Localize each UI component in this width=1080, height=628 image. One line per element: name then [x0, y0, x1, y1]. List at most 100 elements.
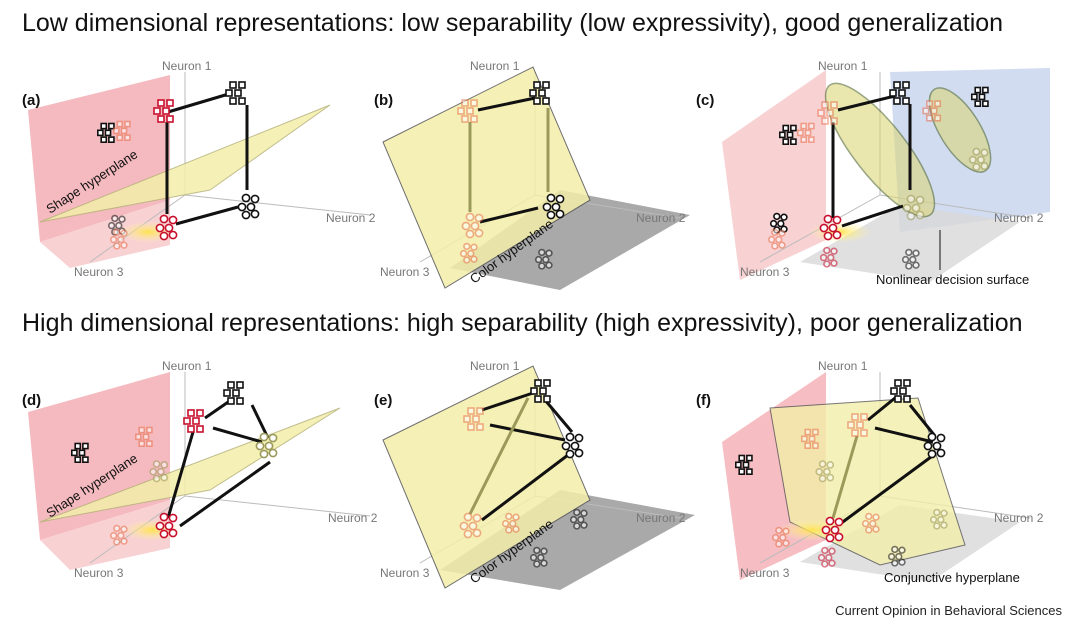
circle-marker — [815, 467, 824, 476]
circle-marker — [463, 529, 473, 539]
square-marker — [229, 81, 237, 89]
square-marker — [196, 425, 204, 433]
circle-marker — [821, 525, 831, 535]
top-title: Low dimensional representations: low sep… — [22, 9, 1004, 37]
square-marker — [922, 107, 930, 115]
square-marker — [157, 99, 165, 107]
circle-cluster — [901, 248, 920, 270]
edge — [841, 204, 904, 228]
circle-marker — [909, 255, 917, 264]
circle-marker — [570, 441, 580, 451]
circle-marker — [775, 235, 783, 244]
gray-floor — [800, 205, 1020, 282]
square-cluster — [529, 81, 550, 105]
square-marker — [903, 379, 911, 387]
square-marker — [116, 120, 124, 128]
square-marker — [223, 389, 231, 397]
axis-label: Neuron 3 — [380, 566, 430, 580]
circle-marker — [538, 248, 546, 257]
circle-marker — [778, 229, 786, 237]
square-marker — [782, 138, 790, 146]
square-marker — [229, 97, 237, 105]
edge — [166, 431, 195, 519]
square-cluster — [225, 81, 246, 105]
square-marker — [830, 117, 838, 125]
journal-credit: Current Opinion in Behavioral Sciences — [835, 603, 1062, 618]
square-marker — [225, 89, 233, 97]
square-marker — [472, 415, 480, 423]
circle-marker — [534, 255, 543, 264]
edge — [874, 426, 934, 444]
circle-marker — [472, 528, 482, 538]
caption: Conjunctive hyperplane — [884, 570, 1020, 585]
panel-f: (f) Neuron 1 Neuron 2 Neuron 3 Conjuncti… — [696, 359, 1044, 585]
square-marker — [108, 136, 115, 144]
square-cluster — [817, 101, 838, 125]
bottom-title: High dimensional representations: high s… — [22, 309, 1023, 337]
circle-marker — [573, 508, 581, 517]
circle-marker — [470, 221, 480, 231]
square-marker — [826, 109, 834, 117]
color-hyperplane — [382, 365, 591, 589]
circle-marker — [828, 559, 836, 567]
circle-marker — [113, 538, 121, 546]
circle-marker — [155, 521, 165, 531]
circle-marker — [933, 522, 941, 530]
circle-marker — [912, 261, 920, 269]
circle-marker — [237, 202, 247, 212]
circle-marker — [268, 433, 278, 443]
square-marker — [804, 428, 812, 436]
circle-marker — [767, 235, 776, 244]
axis-label: Neuron 2 — [636, 211, 686, 225]
square-marker — [903, 395, 911, 403]
square-marker — [104, 129, 112, 137]
circle-cluster — [459, 512, 482, 539]
square-marker — [982, 86, 989, 94]
circle-marker — [826, 473, 835, 482]
square-marker — [970, 93, 978, 101]
square-marker — [82, 442, 89, 450]
square-marker — [78, 449, 86, 457]
square-cluster — [970, 86, 989, 107]
circle-marker — [241, 193, 251, 203]
square-marker — [860, 413, 868, 421]
circle-marker — [465, 229, 475, 239]
circle-marker — [537, 553, 545, 562]
circle-marker — [113, 228, 121, 237]
circle-marker — [940, 509, 948, 517]
circle-marker — [255, 441, 265, 451]
circle-marker — [936, 433, 946, 443]
square-marker — [467, 423, 475, 431]
circle-marker — [152, 474, 161, 483]
edge — [479, 206, 539, 224]
circle-cluster — [461, 212, 484, 239]
circle-marker — [823, 231, 833, 241]
circle-marker — [819, 223, 829, 233]
square-marker — [786, 131, 794, 139]
edge — [167, 91, 233, 114]
square-marker — [466, 107, 474, 115]
caption: Nonlinear decision surface — [876, 272, 1029, 287]
edge — [179, 460, 271, 528]
square-marker — [893, 81, 901, 89]
square-marker — [738, 468, 746, 476]
square-marker — [817, 109, 825, 117]
circle-marker — [872, 513, 880, 521]
square-marker — [542, 81, 550, 89]
circle-marker — [159, 529, 169, 539]
square-marker — [470, 115, 478, 123]
circle-marker — [872, 525, 880, 533]
circle-marker — [463, 512, 473, 522]
circle-marker — [927, 432, 937, 442]
circle-marker — [936, 448, 946, 458]
circle-cluster — [902, 194, 925, 221]
circle-marker — [512, 513, 520, 521]
circle-marker — [832, 215, 842, 225]
circle-marker — [149, 467, 158, 476]
circle-marker — [834, 532, 844, 542]
circle-marker — [472, 513, 482, 523]
square-marker — [124, 120, 131, 128]
panel-label: (b) — [374, 92, 393, 109]
circle-marker — [927, 449, 937, 459]
square-marker — [974, 86, 982, 94]
